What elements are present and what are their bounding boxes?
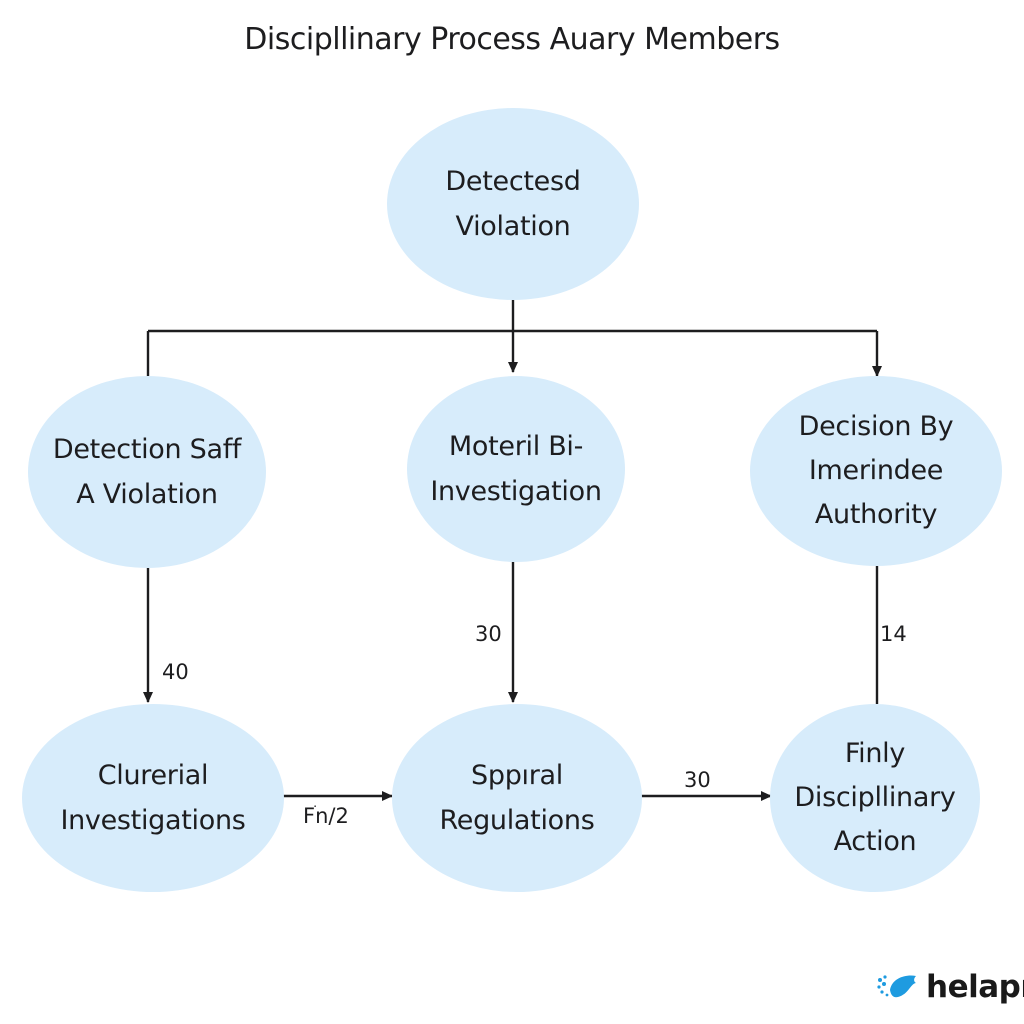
edge-label-bottom-pair: Fׄn/2 — [303, 804, 349, 828]
node-label-line: Clurerial — [97, 760, 209, 791]
diagram-title: Discipllinary Process Auary Members — [244, 22, 780, 57]
node-clurerial-investigations: Clurerial Investigations — [22, 704, 284, 892]
brand-watermark: helapr — [876, 968, 1024, 1006]
edge-label-right-up: 14 — [880, 622, 907, 646]
node-label-line: A Violation — [76, 479, 218, 510]
node-label-line: Moteril Bi- — [448, 431, 584, 462]
node-label-line: Regulations — [439, 805, 595, 836]
node-label-line: Discipllinary — [794, 782, 956, 813]
node-finly-action: Finly Discipllinary Action — [770, 704, 980, 892]
node-moteril-investigation: Moteril Bi- Investigation — [407, 376, 625, 562]
node-label-line: Investigation — [430, 476, 602, 507]
brand-name: helapr — [926, 969, 1024, 1005]
node-label-line: Finly — [844, 738, 906, 769]
node-spprial-regulations: Sppıral Regulations — [392, 704, 642, 892]
node-label-line: Decision By — [798, 411, 954, 442]
node-label-line: Imerindee — [808, 455, 944, 486]
node-decision-authority: Decision By Imerindee Authority — [750, 376, 1002, 566]
node-label-line: Violation — [455, 211, 571, 242]
edge-label-bottom-right: 30 — [684, 768, 711, 792]
node-label-line: Detection Saff — [52, 434, 242, 465]
node-label-line: Sppıral — [471, 760, 563, 791]
node-label-line: Authority — [814, 499, 938, 530]
bird-logo-icon — [876, 968, 920, 1006]
node-detected-violation: Detectesd Violation — [387, 108, 639, 300]
node-label-line: Detectesd — [445, 166, 581, 197]
edge-label-center-down: 30 — [475, 622, 502, 646]
node-label-line: Action — [833, 826, 917, 857]
edge-label-left-down: 40 — [162, 660, 189, 684]
node-detection-staff: Detection Saff A Violation — [28, 376, 266, 568]
node-label-line: Investigations — [60, 805, 246, 836]
